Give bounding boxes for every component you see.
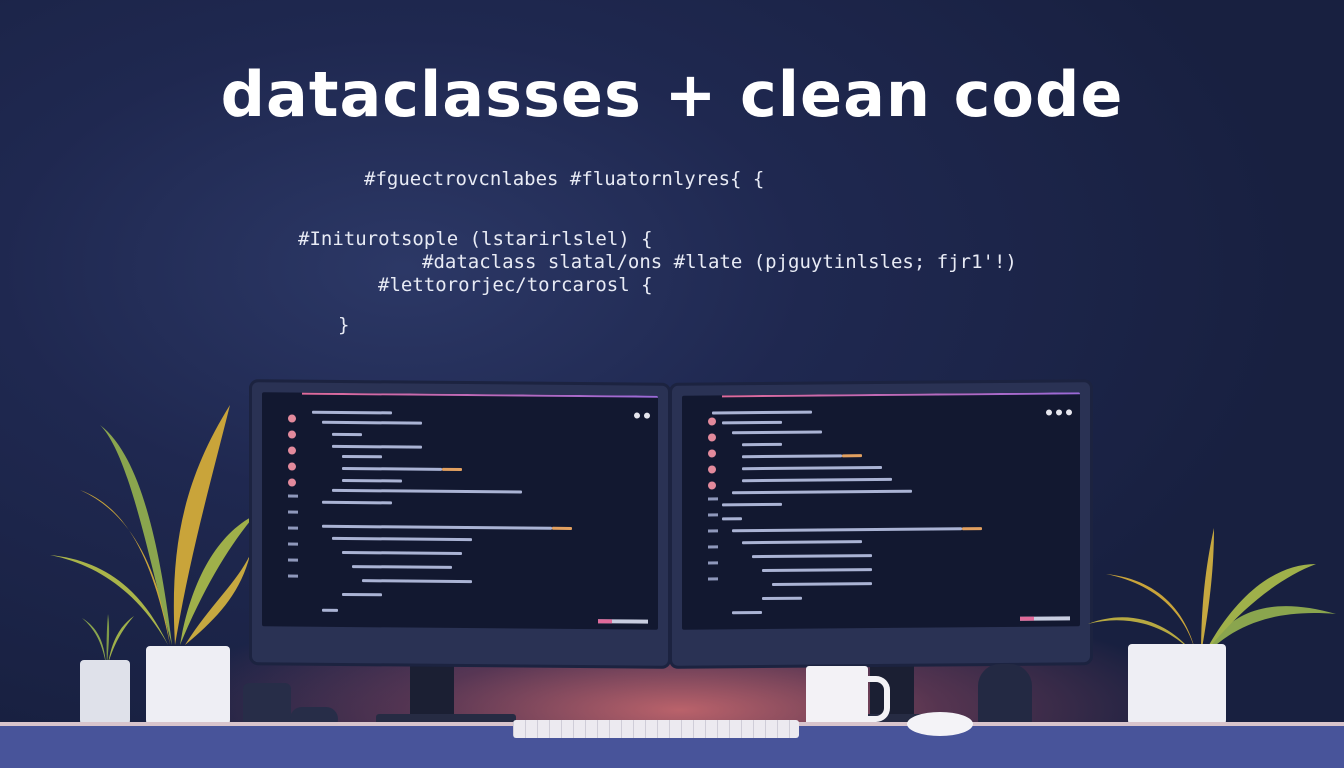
plant-small-left — [82, 614, 134, 664]
window-dots-icon — [630, 405, 650, 423]
coffee-mug — [806, 666, 868, 732]
code-line-1: #fguectrovcnlabes #fluatornlyres{ { — [364, 168, 765, 190]
jar — [243, 683, 291, 729]
code-line-2: #Initurotsople (lstarirlslel) { — [298, 228, 653, 250]
pot-small-left — [80, 660, 130, 730]
plant-large-left — [50, 405, 255, 645]
smart-speaker — [978, 664, 1032, 730]
monitor-left — [252, 382, 668, 666]
code-line-5: } — [338, 314, 350, 336]
monitor-stand-left — [410, 662, 454, 718]
page-title: dataclasses + clean code — [220, 58, 1124, 131]
monitor-right — [672, 382, 1090, 666]
status-bar — [1020, 616, 1070, 621]
code-editor-right — [682, 392, 1080, 630]
line-gutter — [708, 417, 718, 593]
accent-bar — [302, 392, 658, 398]
mug-handle — [866, 676, 890, 722]
code-editor-left — [262, 392, 658, 630]
line-gutter — [288, 414, 298, 590]
status-bar — [598, 619, 648, 624]
pot-large-left — [146, 646, 230, 730]
keyboard — [513, 720, 799, 738]
code-line-3: #dataclass slatal/ons #llate (pjguytinls… — [422, 251, 1017, 273]
accent-bar — [722, 392, 1080, 398]
code-line-4: #lettororjec/torcarosl { — [378, 274, 653, 296]
window-dots-icon — [1042, 402, 1072, 420]
plant-right — [1088, 528, 1336, 654]
mouse — [907, 712, 973, 736]
pot-right — [1128, 644, 1226, 730]
